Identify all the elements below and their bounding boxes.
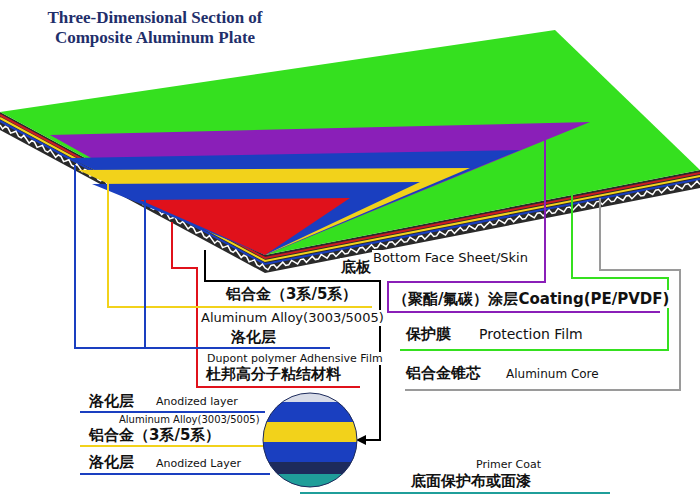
layer-label: Anodized Layer bbox=[155, 457, 242, 470]
layer-label: 杜邦高分子粘结材料 bbox=[205, 365, 342, 383]
layer-label: （聚酯/氟碳）涂层Coating(PE/PVDF) bbox=[392, 290, 670, 308]
leader-line bbox=[388, 132, 660, 312]
layer-label: Protection Film bbox=[478, 326, 584, 343]
layer-label: 保护膜 bbox=[405, 325, 452, 343]
layer-label: Anodized layer bbox=[155, 395, 239, 408]
layer-label: Aluminum Core bbox=[505, 367, 600, 381]
layer-label: 洛化层 bbox=[88, 392, 135, 410]
underline bbox=[300, 492, 610, 494]
inset-primer bbox=[260, 474, 360, 494]
underline bbox=[80, 445, 263, 447]
anodized-layer-lower bbox=[92, 182, 420, 255]
layer-label: Aluminum Alloy(3003/5005) bbox=[118, 414, 261, 426]
underline bbox=[80, 411, 265, 413]
alloy-layer bbox=[78, 168, 470, 255]
layer-label: 铝合金（3系/5系） bbox=[225, 285, 358, 303]
protection-film-face bbox=[0, 30, 700, 255]
inset-anodized bbox=[260, 402, 360, 422]
layer-label: Aluminum Alloy(3003/5005) bbox=[200, 310, 385, 326]
inset-anodized bbox=[260, 442, 360, 462]
underline bbox=[80, 473, 270, 475]
layer-label: 铝合金锥芯 bbox=[405, 364, 482, 382]
magnified-section bbox=[260, 390, 360, 494]
layer-label: 洛化层 bbox=[88, 453, 135, 471]
inset-dark bbox=[260, 462, 360, 474]
coating-layer bbox=[50, 122, 590, 255]
layer-label: 洛化层 bbox=[230, 328, 277, 346]
leader-line bbox=[144, 192, 146, 348]
leader-line bbox=[108, 178, 372, 307]
layer-label: Primer Coat bbox=[475, 458, 542, 471]
inset-alloy bbox=[260, 422, 360, 442]
diagram-title: Three-Dimensional Section of Composite A… bbox=[20, 8, 290, 49]
layer-label: Dupont polymer Adhensive Film bbox=[206, 352, 384, 365]
inset-outline bbox=[263, 393, 357, 487]
layer-label: 底面保护布或面漆 bbox=[410, 472, 532, 490]
anodized-layer bbox=[70, 150, 520, 255]
layer-label: 铝合金（3系/5系） bbox=[88, 426, 221, 444]
layer-label: 底板 bbox=[340, 258, 372, 276]
layer-label: Bottom Face Sheet/Skin bbox=[372, 250, 529, 266]
